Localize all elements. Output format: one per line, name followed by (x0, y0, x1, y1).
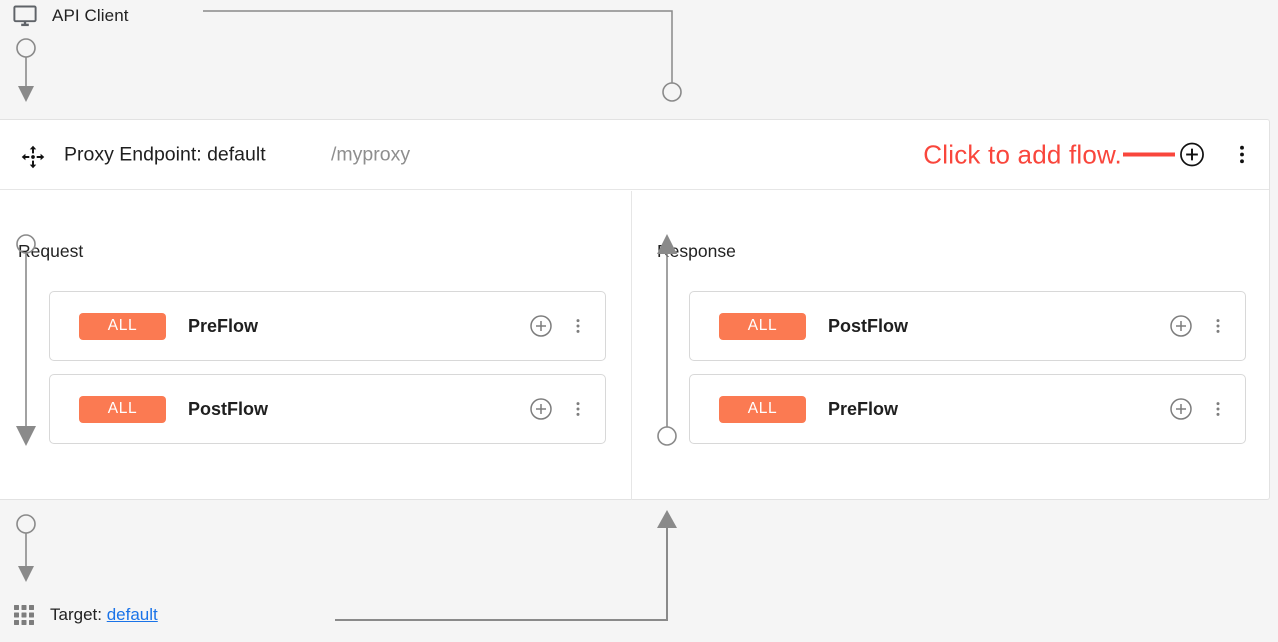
request-flow-list: ALL PreFlow (49, 291, 606, 444)
proxy-endpoint-menu-button[interactable] (1231, 142, 1253, 168)
target-region: Target: default (0, 500, 1278, 642)
flow-card-actions (1169, 397, 1227, 421)
target-label: Target: default (50, 605, 158, 625)
flow-card[interactable]: ALL PostFlow (689, 291, 1246, 361)
flow-scope-badge: ALL (79, 312, 166, 340)
proxy-endpoint-title: Proxy Endpoint: default (64, 143, 266, 165)
proxy-basepath: /myproxy (331, 143, 411, 165)
flow-name: PreFlow (188, 315, 259, 336)
move-icon[interactable] (20, 144, 46, 170)
flow-name: PreFlow (828, 398, 899, 419)
add-flow-button[interactable] (1179, 142, 1205, 168)
flow-card-actions (1169, 314, 1227, 338)
request-column: Request ALL PreFlow (0, 191, 631, 500)
flow-card-actions (529, 397, 587, 421)
bottom-connectors (16, 510, 677, 621)
response-flow-list: ALL PostFlow (689, 291, 1246, 444)
flow-scope-badge: ALL (719, 395, 806, 423)
proxy-endpoint-header: Proxy Endpoint: default /myproxy Click t… (0, 120, 1269, 190)
target-node: Target: default (12, 603, 158, 627)
flow-card[interactable]: ALL PreFlow (49, 291, 606, 361)
flow-card-menu-button[interactable] (569, 397, 587, 421)
add-step-button[interactable] (1169, 314, 1193, 338)
flow-card[interactable]: ALL PostFlow (49, 374, 606, 444)
flow-card-menu-button[interactable] (1209, 314, 1227, 338)
flow-columns: Request ALL PreFlow (0, 191, 1269, 500)
flow-scope-badge: ALL (719, 312, 806, 340)
flow-scope-badge: ALL (79, 395, 166, 423)
response-column-title: Response (657, 241, 736, 261)
response-column: Response ALL PostFlow (631, 191, 1269, 500)
annotation-pointer-line (1123, 152, 1175, 157)
flow-card-menu-button[interactable] (569, 314, 587, 338)
flow-name: PostFlow (828, 315, 908, 336)
target-label-text: Target: (50, 605, 102, 624)
request-flow-arrow (16, 234, 36, 446)
grid-icon (12, 603, 36, 627)
api-client-region: API Client (0, 0, 1278, 119)
api-client-node: API Client (12, 3, 129, 29)
top-connectors (16, 10, 682, 102)
annotation-text: Click to add flow. (923, 139, 1122, 169)
flow-card-actions (529, 314, 587, 338)
monitor-icon (12, 3, 38, 29)
add-step-button[interactable] (529, 397, 553, 421)
flow-card-menu-button[interactable] (1209, 397, 1227, 421)
flow-name: PostFlow (188, 398, 268, 419)
add-step-button[interactable] (1169, 397, 1193, 421)
target-link[interactable]: default (106, 605, 158, 624)
response-flow-arrow (657, 234, 677, 446)
proxy-endpoint-panel: Proxy Endpoint: default /myproxy Click t… (0, 119, 1270, 500)
add-flow-annotation-group: Click to add flow. (923, 139, 1253, 170)
api-client-label: API Client (52, 6, 129, 25)
add-step-button[interactable] (529, 314, 553, 338)
flow-card[interactable]: ALL PreFlow (689, 374, 1246, 444)
